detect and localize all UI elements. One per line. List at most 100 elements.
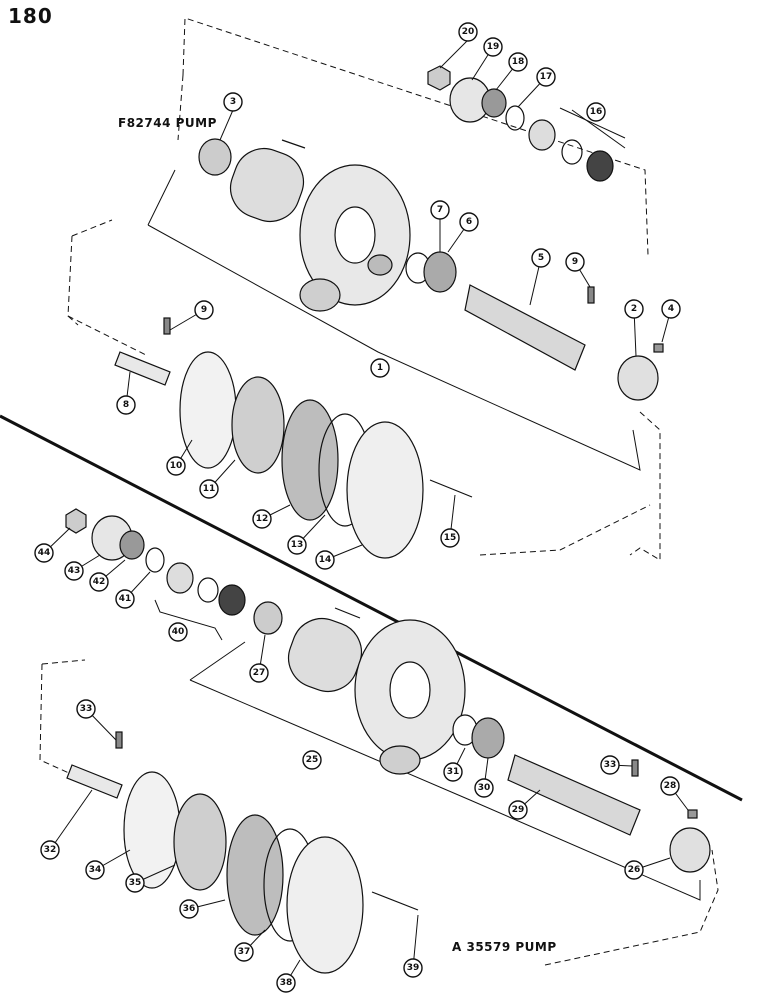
pump-housing-upper <box>229 147 411 312</box>
seal-lower-1 <box>166 562 194 594</box>
end-cover-upper <box>346 421 424 559</box>
pin-upper-right <box>587 286 595 304</box>
seal-upper-3 <box>586 150 614 182</box>
svg-text:12: 12 <box>256 514 269 524</box>
svg-text:26: 26 <box>628 865 641 875</box>
assembly-leader-1 <box>147 169 641 471</box>
svg-text:6: 6 <box>466 217 472 227</box>
svg-text:35: 35 <box>129 878 142 888</box>
svg-text:14: 14 <box>319 555 332 565</box>
callout-29: 29 <box>508 800 528 820</box>
callout-36: 36 <box>179 899 199 919</box>
bearing-lower <box>253 601 283 635</box>
svg-text:44: 44 <box>38 548 51 558</box>
svg-text:3: 3 <box>230 97 236 107</box>
rotor-lower <box>173 793 227 891</box>
callout-4: 4 <box>661 299 681 319</box>
callout-12: 12 <box>252 509 272 529</box>
svg-text:5: 5 <box>538 253 544 263</box>
svg-text:9: 9 <box>201 305 207 315</box>
callout-1: 1 <box>370 358 390 378</box>
bracket-16 <box>559 107 626 139</box>
bearing-upper <box>198 138 232 176</box>
callout-31: 31 <box>443 762 463 782</box>
svg-text:2: 2 <box>631 304 637 314</box>
callout-6: 6 <box>459 212 479 232</box>
page-number: 180 <box>8 4 53 28</box>
nut-upper <box>427 65 451 91</box>
port-plate-lower <box>123 771 181 889</box>
port-plate-upper <box>179 351 237 469</box>
callout-17: 17 <box>536 67 556 87</box>
svg-text:9: 9 <box>572 257 578 267</box>
svg-text:18: 18 <box>512 57 525 67</box>
thrust-bearing-lower <box>471 717 505 759</box>
callout-5: 5 <box>531 248 551 268</box>
callout-43: 43 <box>64 561 84 581</box>
svg-text:33: 33 <box>80 704 93 714</box>
callout-20: 20 <box>458 22 478 42</box>
pump-a-label: F82744 PUMP <box>118 116 217 130</box>
svg-text:27: 27 <box>253 668 266 678</box>
svg-text:29: 29 <box>512 805 525 815</box>
svg-text:11: 11 <box>203 484 216 494</box>
callout-38: 38 <box>276 973 296 993</box>
callout-16: 16 <box>586 102 606 122</box>
svg-text:28: 28 <box>664 781 677 791</box>
seal-upper-2 <box>561 139 583 165</box>
svg-text:38: 38 <box>280 978 293 988</box>
callout-39: 39 <box>403 958 423 978</box>
svg-text:17: 17 <box>540 72 553 82</box>
callout-33-lower-left: 33 <box>76 699 96 719</box>
svg-text:20: 20 <box>462 27 475 37</box>
svg-text:37: 37 <box>238 947 251 957</box>
drive-shaft-lower <box>507 754 641 836</box>
svg-text:41: 41 <box>119 594 132 604</box>
snap-ring-upper <box>505 105 525 131</box>
callout-3: 3 <box>223 92 243 112</box>
bearing-cone-upper <box>481 88 507 118</box>
callout-2: 2 <box>624 299 644 319</box>
pump-housing-lower <box>287 617 466 775</box>
callout-11: 11 <box>199 479 219 499</box>
svg-text:39: 39 <box>407 963 420 973</box>
svg-text:42: 42 <box>93 577 106 587</box>
callout-40: 40 <box>168 622 188 642</box>
svg-text:16: 16 <box>590 107 603 117</box>
bolt-upper-housing <box>281 139 306 149</box>
svg-text:32: 32 <box>44 845 57 855</box>
bearing-cone-lower <box>119 530 145 560</box>
svg-text:34: 34 <box>89 865 102 875</box>
assembly-outline-lower-1 <box>39 659 86 779</box>
callout-9-upper-right: 9 <box>565 252 585 272</box>
svg-text:36: 36 <box>183 904 196 914</box>
seal-upper-1 <box>528 119 556 151</box>
pin-upper-left <box>163 317 171 335</box>
callout-44: 44 <box>34 543 54 563</box>
callout-10: 10 <box>166 456 186 476</box>
callout-14: 14 <box>315 550 335 570</box>
svg-text:4: 4 <box>668 304 674 314</box>
assembly-outline-upper-3 <box>67 315 651 556</box>
callout-8: 8 <box>116 395 136 415</box>
callout-30: 30 <box>474 778 494 798</box>
seal-lower-2 <box>197 577 219 603</box>
thrust-bearing-upper <box>423 251 457 293</box>
coupling-upper <box>617 355 659 401</box>
callout-13: 13 <box>287 535 307 555</box>
callout-33-lower-right: 33 <box>600 755 620 775</box>
svg-text:30: 30 <box>478 783 491 793</box>
key-upper <box>653 343 664 353</box>
coupling-lower <box>669 827 711 873</box>
pin-lower-right <box>631 759 639 777</box>
callout-18: 18 <box>508 52 528 72</box>
svg-text:8: 8 <box>123 400 129 410</box>
callout-27: 27 <box>249 663 269 683</box>
svg-text:10: 10 <box>170 461 183 471</box>
bolt-upper-cover <box>429 479 473 498</box>
svg-text:25: 25 <box>306 755 319 765</box>
svg-text:7: 7 <box>437 205 443 215</box>
section-divider <box>0 414 743 802</box>
cam-ring-upper <box>281 399 339 521</box>
drive-shaft-upper <box>464 284 586 371</box>
